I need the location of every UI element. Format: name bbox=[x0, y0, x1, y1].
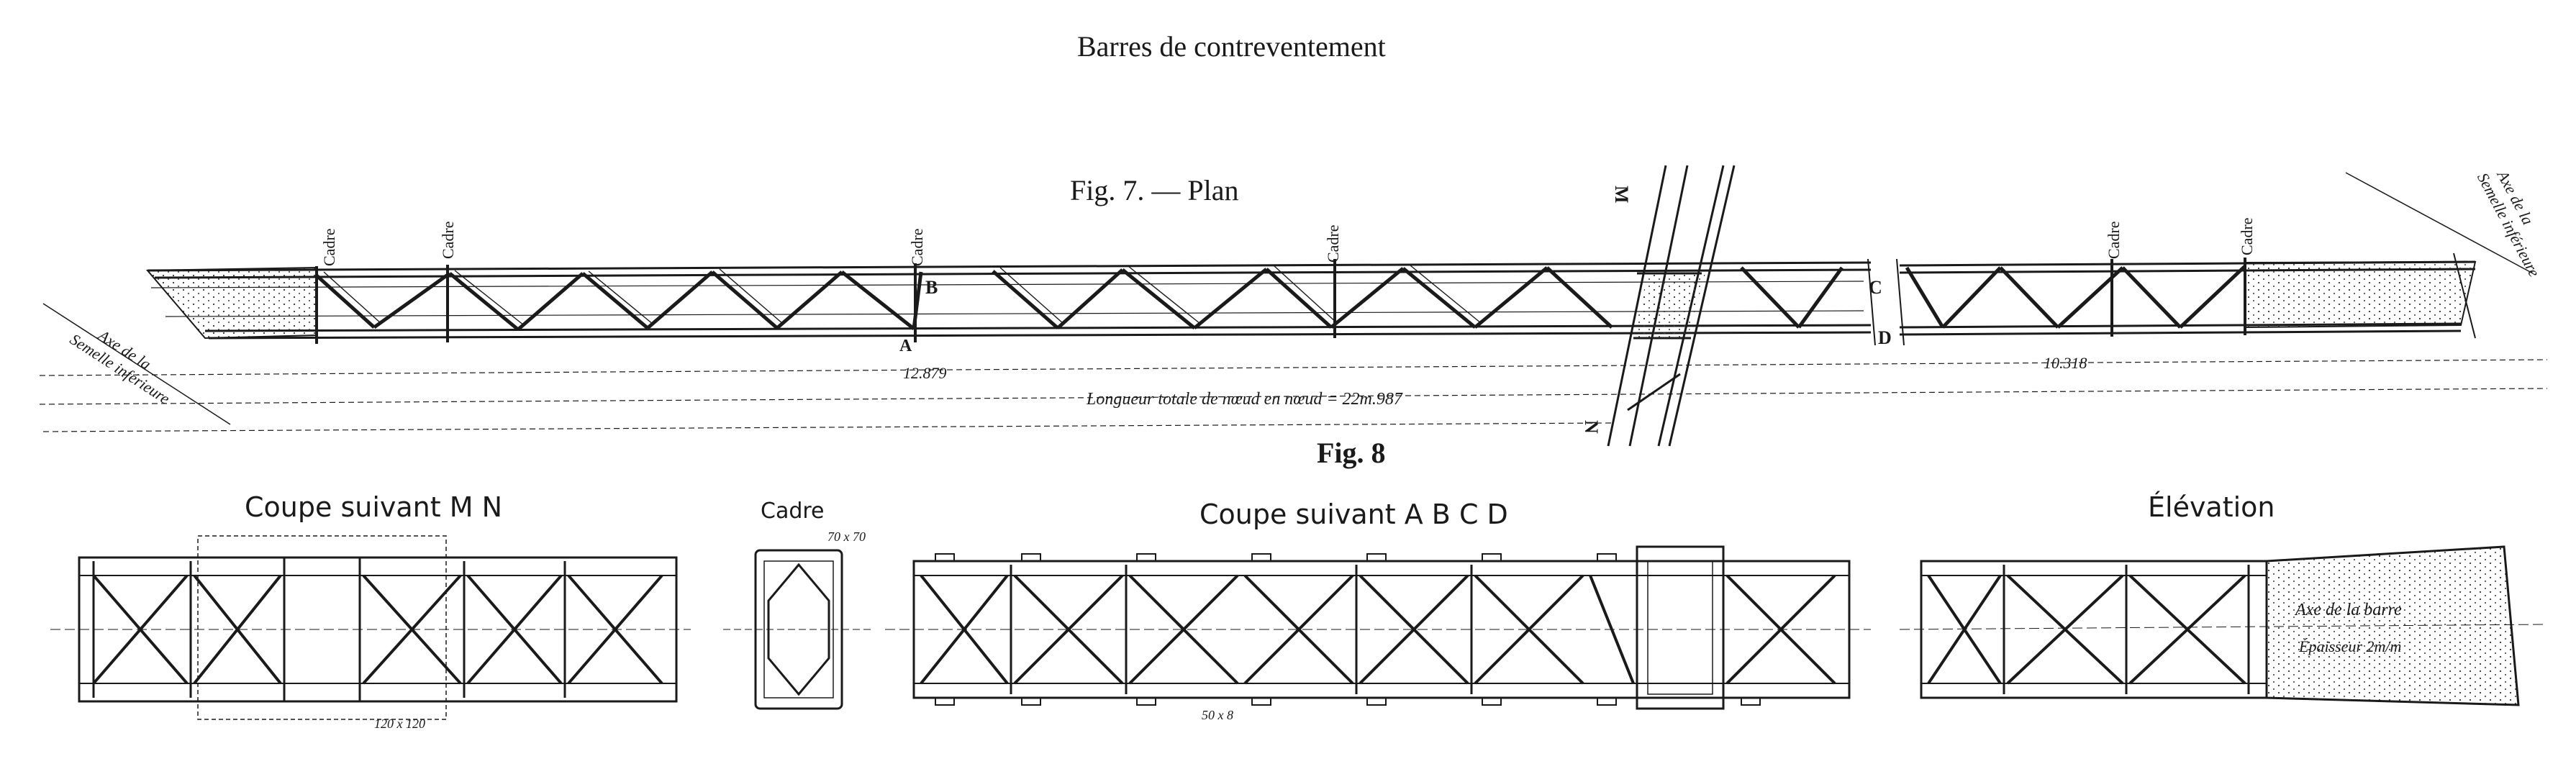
dim-right: 10.318 bbox=[2044, 354, 2087, 372]
heading-cadre: Cadre bbox=[761, 499, 825, 524]
cadre-label-4: Cadre bbox=[1324, 224, 1342, 263]
fig7-plan-drawing bbox=[39, 165, 2548, 447]
plan-cadre-verticals bbox=[315, 258, 2246, 344]
fig8-cadre-drawing bbox=[723, 549, 874, 710]
annotation-profile-c: 50 x 8 bbox=[1202, 708, 1233, 722]
plan-right-end-plate bbox=[2244, 260, 2477, 329]
cadre-label-2: Cadre bbox=[439, 221, 457, 259]
annotation-profile-a: 70 x 70 bbox=[827, 529, 866, 544]
marker-b: B bbox=[925, 277, 938, 298]
marker-m: M bbox=[1611, 186, 1632, 204]
annotation-profile-b: 120 x 120 bbox=[374, 716, 425, 731]
axe-left-label: Axe de la Semelle inférieure bbox=[67, 314, 183, 408]
plan-mn-hatched-zone bbox=[1633, 273, 1705, 338]
plan-thin-lines bbox=[150, 281, 1864, 317]
cadre-label-3: Cadre bbox=[908, 228, 926, 266]
dim-total: Longueur totale de nœud en nœud = 22m.98… bbox=[1086, 390, 1403, 409]
dim-left: 12.879 bbox=[903, 364, 947, 382]
fig8-title: Fig. 8 bbox=[1317, 437, 1386, 469]
heading-coupe-mn: Coupe suivant M N bbox=[245, 491, 502, 523]
marker-a: A bbox=[899, 337, 912, 355]
axe-right-label: Axe de la Semelle inférieure bbox=[2474, 161, 2560, 280]
page-title: Barres de contreventement bbox=[1077, 30, 1386, 63]
heading-elevation: Élévation bbox=[2148, 491, 2275, 523]
fig8-mn-section-drawing bbox=[50, 535, 691, 720]
plan-lattice-outline bbox=[323, 265, 1482, 326]
plan-break-markers bbox=[1867, 258, 1905, 346]
annotation-epaisseur: Épaisseur 2m/m bbox=[2298, 637, 2401, 655]
plan-left-end-plate bbox=[145, 266, 317, 340]
plan-dimension-lines bbox=[39, 359, 2548, 432]
heading-coupe-abcd: Coupe suivant A B C D bbox=[1199, 499, 1508, 530]
fig8-elevation-drawing bbox=[1899, 545, 2548, 706]
fig8-abcd-section-drawing bbox=[885, 545, 1871, 710]
cadre-label-6: Cadre bbox=[2238, 217, 2256, 255]
marker-c: C bbox=[1869, 277, 1882, 298]
plan-axis-lines bbox=[42, 172, 2534, 425]
marker-n: N bbox=[1581, 420, 1602, 434]
annotation-axe-barre: Axe de la barre bbox=[2294, 601, 2402, 619]
cadre-label-5: Cadre bbox=[2105, 221, 2123, 259]
fig7-title: Fig. 7. — Plan bbox=[1070, 174, 1238, 206]
cadre-label-1: Cadre bbox=[320, 228, 338, 266]
marker-d: D bbox=[1878, 327, 1892, 348]
